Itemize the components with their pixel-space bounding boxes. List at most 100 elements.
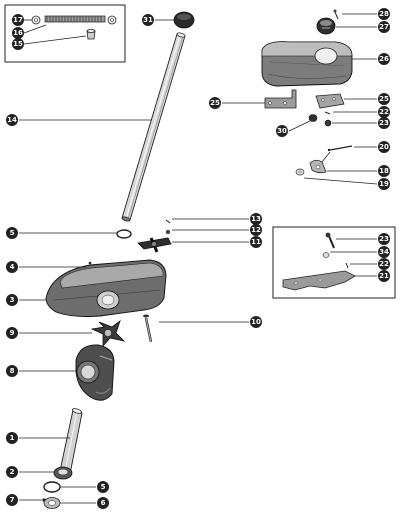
lower-tube-part	[59, 408, 83, 475]
svg-text:34: 34	[379, 248, 389, 256]
callout-25-right: 25	[378, 93, 390, 105]
callout-22-inset: 22	[378, 258, 390, 270]
screw-part-13	[165, 219, 171, 224]
svg-text:22: 22	[379, 108, 389, 116]
cover-housing-part	[261, 41, 353, 87]
callout-16: 16	[12, 27, 24, 39]
star-knob-part	[90, 319, 126, 348]
callout-31: 31	[142, 14, 154, 26]
svg-text:8: 8	[10, 367, 15, 375]
callout-13: 13	[250, 213, 262, 225]
cap-part	[173, 11, 195, 29]
svg-text:23: 23	[379, 119, 389, 127]
callout-14: 14	[6, 114, 18, 126]
bracket-part-left	[264, 89, 297, 109]
svg-text:27: 27	[379, 23, 389, 31]
plate-part-inset	[282, 270, 356, 291]
callout-7: 7	[6, 494, 18, 506]
callout-25-left: 25	[209, 97, 221, 109]
washer-hole-right	[110, 18, 114, 22]
bushing-part-inset	[322, 252, 330, 258]
bracket-part-right	[315, 93, 345, 109]
screw-part-inset	[325, 232, 335, 249]
swivel-bracket-part	[75, 344, 115, 401]
svg-text:9: 9	[10, 329, 15, 337]
svg-text:3: 3	[10, 296, 15, 304]
svg-text:20: 20	[379, 143, 389, 151]
svg-text:23: 23	[379, 235, 389, 243]
svg-text:26: 26	[379, 55, 389, 63]
svg-text:1: 1	[10, 434, 15, 442]
nut-part-12	[165, 229, 171, 235]
svg-text:30: 30	[277, 127, 287, 135]
callout-11: 11	[250, 236, 262, 248]
svg-text:5: 5	[101, 483, 106, 491]
screw-part-top	[333, 9, 339, 20]
svg-text:12: 12	[251, 226, 261, 234]
callout-22-upper: 22	[378, 106, 390, 118]
svg-text:10: 10	[251, 318, 261, 326]
knob-part	[316, 17, 336, 35]
bushing-part-lower	[53, 466, 73, 480]
callout-20: 20	[378, 141, 390, 153]
callout-28: 28	[378, 8, 390, 20]
callout-15: 15	[12, 38, 24, 50]
svg-text:6: 6	[101, 499, 106, 507]
callout-5-upper: 5	[6, 227, 18, 239]
callout-6: 6	[97, 497, 109, 509]
callout-27: 27	[378, 21, 390, 33]
callout-9: 9	[6, 327, 18, 339]
callout-5-lower: 5	[97, 481, 109, 493]
callout-2: 2	[6, 466, 18, 478]
small-screw-housing	[88, 261, 92, 265]
svg-text:22: 22	[379, 260, 389, 268]
clip-part	[309, 151, 331, 174]
ring-part-upper	[116, 229, 132, 239]
callout-19: 19	[378, 178, 390, 190]
svg-text:17: 17	[13, 16, 23, 24]
svg-text:11: 11	[251, 238, 261, 246]
callout-23-upper: 23	[378, 117, 390, 129]
lever-part	[137, 237, 172, 253]
callout-1: 1	[6, 432, 18, 444]
callout-10: 10	[250, 316, 262, 328]
inset-box-right	[272, 226, 396, 299]
svg-text:31: 31	[143, 16, 153, 24]
svg-text:16: 16	[13, 29, 23, 37]
pin-part-inset	[345, 262, 349, 269]
svg-text:19: 19	[379, 180, 389, 188]
callout-8: 8	[6, 365, 18, 377]
bolt-part	[143, 314, 153, 343]
callout-12: 12	[250, 224, 262, 236]
bushing-top	[86, 29, 96, 33]
svg-text:25: 25	[210, 99, 220, 107]
callout-26: 26	[378, 53, 390, 65]
svg-text:14: 14	[7, 116, 17, 124]
washer-part-right-small	[295, 168, 305, 176]
svg-text:18: 18	[379, 167, 389, 175]
svg-text:28: 28	[379, 10, 389, 18]
svg-text:13: 13	[251, 215, 261, 223]
inset-box-top-left	[4, 4, 126, 63]
washer-hole	[34, 18, 38, 22]
svg-text:25: 25	[379, 95, 389, 103]
rod-part	[327, 145, 353, 152]
callout-30: 30	[276, 125, 288, 137]
svg-text:21: 21	[379, 272, 389, 280]
nut-part	[324, 119, 332, 127]
callout-4: 4	[6, 261, 18, 273]
svg-text:15: 15	[13, 40, 23, 48]
svg-text:4: 4	[10, 263, 15, 271]
svg-text:7: 7	[10, 496, 15, 504]
bushing-part-right	[308, 114, 318, 122]
callout-18: 18	[378, 165, 390, 177]
nut-part-lower	[43, 497, 61, 509]
ring-part-lower	[43, 481, 61, 493]
steering-tube-part	[121, 32, 186, 222]
spring-part	[44, 15, 106, 23]
main-housing-part	[45, 259, 167, 317]
svg-text:5: 5	[10, 229, 15, 237]
svg-text:2: 2	[10, 468, 15, 476]
